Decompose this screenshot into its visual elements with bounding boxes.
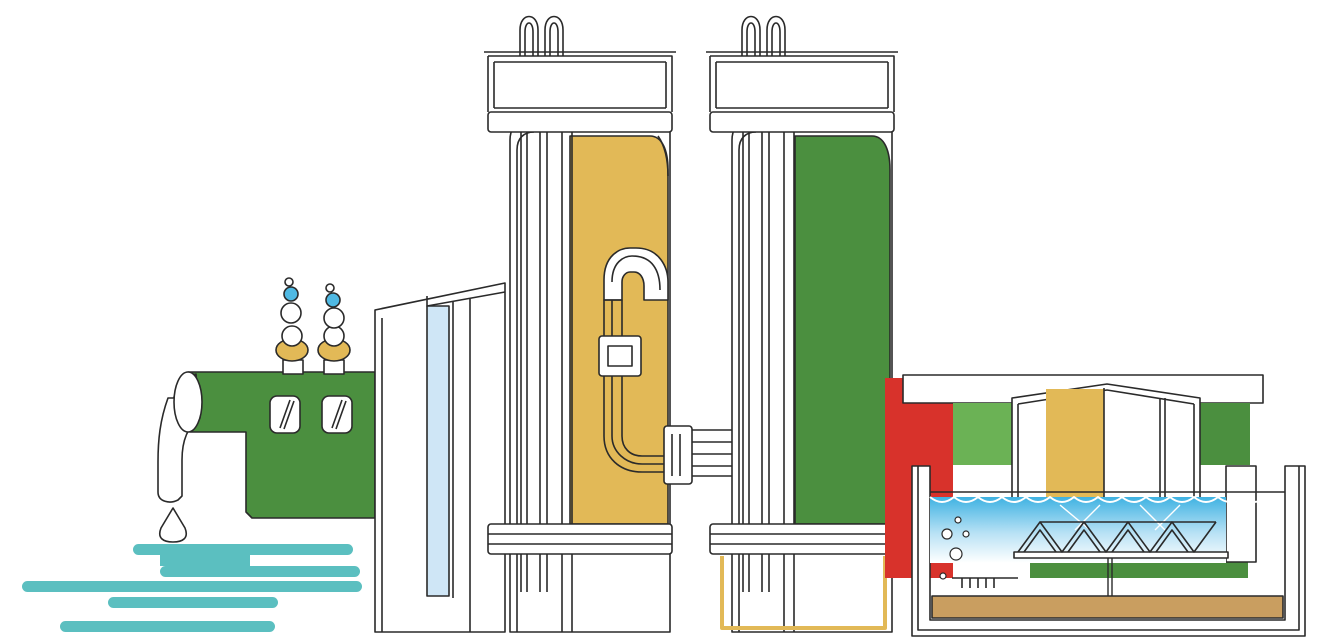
droplet-icon bbox=[160, 508, 187, 542]
vent-bubbles-left bbox=[276, 278, 308, 374]
housing-panel bbox=[375, 283, 505, 632]
aeration-basin bbox=[885, 375, 1305, 636]
vent-bubbles-right bbox=[318, 284, 350, 374]
outfall-pipe-with-droplet bbox=[158, 372, 202, 542]
river-water bbox=[22, 544, 362, 632]
valve-icon bbox=[322, 396, 352, 433]
green-pump-housing bbox=[188, 278, 375, 518]
activated-carbon-tank bbox=[706, 17, 898, 633]
sand-filter-tank bbox=[484, 17, 676, 633]
valve-icon bbox=[270, 396, 300, 433]
